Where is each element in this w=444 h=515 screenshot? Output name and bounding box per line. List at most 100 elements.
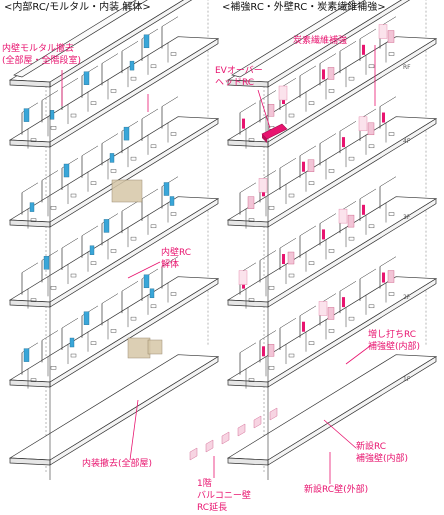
right-wall-top (299, 145, 317, 156)
left-wall-top (61, 317, 79, 329)
left-inner-rc-wall-highlight (111, 179, 143, 203)
right-roof-parapet (231, 0, 366, 78)
right-wall-top (299, 305, 317, 316)
right-window-opening (328, 329, 335, 333)
right-new-rc-wall (387, 30, 395, 43)
right-window-opening (248, 138, 255, 142)
right-new-rc-wall (327, 67, 335, 80)
left-window-opening (90, 261, 97, 265)
left-blue-mortar-panel (143, 34, 150, 49)
right-building (226, 0, 438, 480)
right-window-opening (328, 169, 335, 173)
left-wall-top (161, 16, 179, 27)
callout-inner-wall-demolition: 内壁RC 解体 (161, 248, 192, 270)
left-window-opening (170, 132, 177, 136)
right-wall-top (379, 256, 397, 267)
balcony-wall-extension-piece (237, 423, 246, 437)
right-new-rc-wall (267, 104, 275, 117)
right-carbon-fiber-strip (302, 161, 305, 172)
floor-label-2f: 2F (403, 294, 411, 301)
right-ghost-wall (278, 85, 288, 101)
right-ghost-wall (378, 24, 388, 39)
right-ghost-wall (238, 270, 248, 285)
callout-ev-overhead: EVオーバー ヘッドRC (215, 66, 263, 88)
right-window-opening (288, 353, 295, 358)
right-ghost-wall (358, 116, 368, 132)
left-window-opening (150, 64, 157, 69)
balcony-wall-extension-piece (269, 407, 278, 421)
left-window-opening (90, 181, 97, 185)
right-window-opening (368, 144, 375, 149)
left-window-opening (130, 236, 137, 241)
left-wall-top (21, 262, 39, 273)
left-blue-mortar-panel-small (169, 196, 175, 206)
left-window-opening (70, 193, 77, 198)
callout-new-inner-wall: 新設RC 補強壁(内部) (356, 442, 409, 464)
right-wall-top (319, 133, 337, 144)
left-blue-mortar-panel (43, 256, 50, 270)
left-window-opening (170, 52, 177, 56)
right-window-opening (368, 304, 375, 309)
left-panel-title: <内部RC/モルタル・内装 解体> (4, 2, 151, 13)
floor-label-rf: RF (403, 64, 411, 71)
right-carbon-fiber-strip (322, 69, 325, 80)
right-wall-top (239, 342, 257, 353)
right-window-opening (388, 52, 395, 56)
right-window-opening (288, 113, 295, 118)
left-window-opening (30, 138, 37, 142)
right-window-opening (348, 76, 355, 81)
left-blue-mortar-panel-small (149, 288, 155, 299)
right-wall-top (379, 176, 397, 187)
right-wall-top (239, 182, 257, 193)
right-carbon-fiber-strip (382, 272, 385, 283)
right-ghost-wall (338, 208, 348, 224)
left-window-opening (70, 353, 77, 358)
left-roof-parapet (13, 0, 148, 78)
left-blue-mortar-panel-small (89, 245, 95, 255)
left-window-opening (50, 366, 57, 370)
left-wall-top (141, 108, 159, 120)
left-window-opening (130, 156, 137, 161)
right-wall-top (339, 41, 357, 52)
right-wall-top (279, 317, 297, 329)
left-window-opening (90, 101, 97, 105)
left-window-opening (130, 316, 137, 321)
right-wall-top (319, 53, 337, 64)
right-ghost-wall (258, 178, 268, 193)
balcony-wall-extension-piece (253, 415, 262, 429)
right-wall-top (279, 237, 297, 249)
right-window-opening (368, 64, 375, 69)
left-wall-top (121, 41, 139, 52)
left-interior-removal-highlight-2 (147, 339, 163, 355)
callout-new-outer-wall: 新設RC壁(外部) (304, 485, 369, 495)
right-carbon-fiber-strip (362, 44, 365, 55)
left-blue-mortar-panel-small (69, 337, 75, 348)
callout-balcony-wall-extension: 1階 バルコニー壁 RC延長 (197, 479, 251, 513)
left-wall-top (161, 96, 179, 107)
right-wall-top (359, 268, 377, 280)
leader-ev-overhead (257, 89, 271, 129)
right-new-rc-wall (387, 270, 395, 283)
left-blue-mortar-panel-small (49, 110, 55, 120)
left-wall-top (141, 188, 159, 200)
left-window-opening (50, 206, 57, 210)
leader-new-inner-wall (323, 419, 357, 449)
right-carbon-fiber-strip (362, 204, 365, 215)
right-window-opening (348, 236, 355, 241)
callout-interior-removal: 内装撤去(全部屋) (82, 459, 153, 469)
right-new-rc-wall (267, 344, 275, 357)
left-blue-mortar-panel-small (29, 202, 35, 212)
right-window-opening (248, 378, 255, 382)
leader-inner-wall-demolition (127, 261, 161, 279)
right-carbon-fiber-strip (262, 346, 265, 357)
left-wall-top (21, 182, 39, 193)
right-ground-slab-front-edge (267, 356, 437, 466)
right-new-rc-wall (367, 122, 375, 136)
left-window-opening (110, 329, 117, 333)
right-window-opening (248, 218, 255, 222)
left-blue-mortar-panel (83, 311, 90, 325)
right-ev-overhead-side (262, 134, 267, 143)
right-new-rc-wall (247, 196, 255, 209)
balcony-wall-extension-piece (205, 439, 214, 453)
